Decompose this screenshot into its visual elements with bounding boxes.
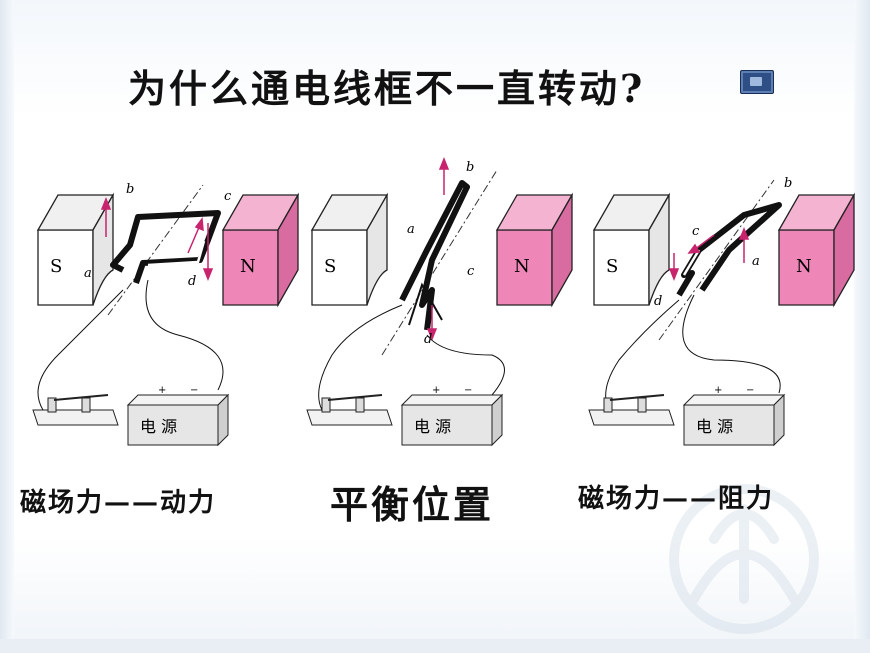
pole-n-label: N (240, 256, 256, 277)
label-b: b (126, 182, 134, 197)
pole-s-label: S (50, 256, 62, 277)
switch (32, 394, 119, 426)
magnet-n: N (495, 192, 574, 308)
minus-label: − (746, 385, 754, 396)
pole-n-label: N (796, 256, 812, 277)
label-c: c (467, 264, 475, 279)
label-a: a (752, 254, 760, 269)
label-a: a (84, 266, 92, 281)
caption-equilibrium: 平衡位置 (330, 482, 495, 527)
coil (399, 180, 470, 331)
frame-left (0, 0, 14, 653)
rotation-axis (381, 169, 498, 356)
slide-title: 为什么通电线框不一直转动? (128, 66, 646, 111)
magnet-s: S (310, 192, 389, 306)
motor-diagram-resisting: S N b c a d (588, 176, 856, 447)
motor-diagram-driving: S N b c a d (32, 182, 300, 447)
force-arrows (426, 156, 450, 342)
plus-label: + (432, 385, 440, 396)
coil (110, 210, 221, 284)
power-label: 电 源 (140, 417, 177, 436)
label-a: a (407, 222, 415, 237)
label-b: b (466, 160, 474, 175)
label-d: d (654, 294, 662, 309)
power-label: 电 源 (414, 417, 451, 436)
minus-label: − (464, 385, 472, 396)
coil (676, 202, 782, 297)
motor-diagram-equilibrium: S N b a c d (306, 156, 574, 447)
circuit-wires (37, 279, 224, 411)
plus-label: + (714, 385, 722, 396)
label-b: b (784, 176, 792, 191)
speaker-icon[interactable] (740, 70, 774, 94)
pole-s-label: S (606, 256, 618, 277)
power-label: 电 源 (696, 417, 733, 436)
switch (306, 394, 393, 426)
label-c: c (224, 189, 232, 204)
force-arrows (668, 226, 750, 282)
plus-label: + (158, 385, 166, 396)
minus-label: − (190, 385, 198, 396)
pole-s-label: S (324, 256, 336, 277)
circuit-wires (605, 294, 781, 411)
force-arrows (100, 196, 214, 282)
frame-right (854, 0, 870, 653)
label-d: d (188, 274, 196, 289)
power-supply: 电 源 + − (400, 385, 504, 447)
switch (588, 394, 675, 426)
frame-bottom (0, 639, 870, 653)
watermark-logo (669, 484, 819, 634)
caption-driving-force: 磁场力——动力 (20, 488, 217, 518)
label-d: d (424, 332, 432, 347)
power-supply: 电 源 + − (126, 385, 230, 447)
rotation-axis (658, 179, 775, 341)
magnet-n: N (221, 192, 300, 308)
caption-resisting-force: 磁场力——阻力 (578, 484, 775, 514)
circuit-wires (318, 304, 505, 411)
magnet-s: S (36, 192, 115, 306)
rotation-axis (107, 184, 204, 316)
pole-n-label: N (514, 256, 530, 277)
magnet-n: N (777, 192, 856, 308)
label-c: c (692, 224, 700, 239)
magnet-s: S (592, 192, 671, 306)
power-supply: 电 源 + − (682, 385, 786, 447)
